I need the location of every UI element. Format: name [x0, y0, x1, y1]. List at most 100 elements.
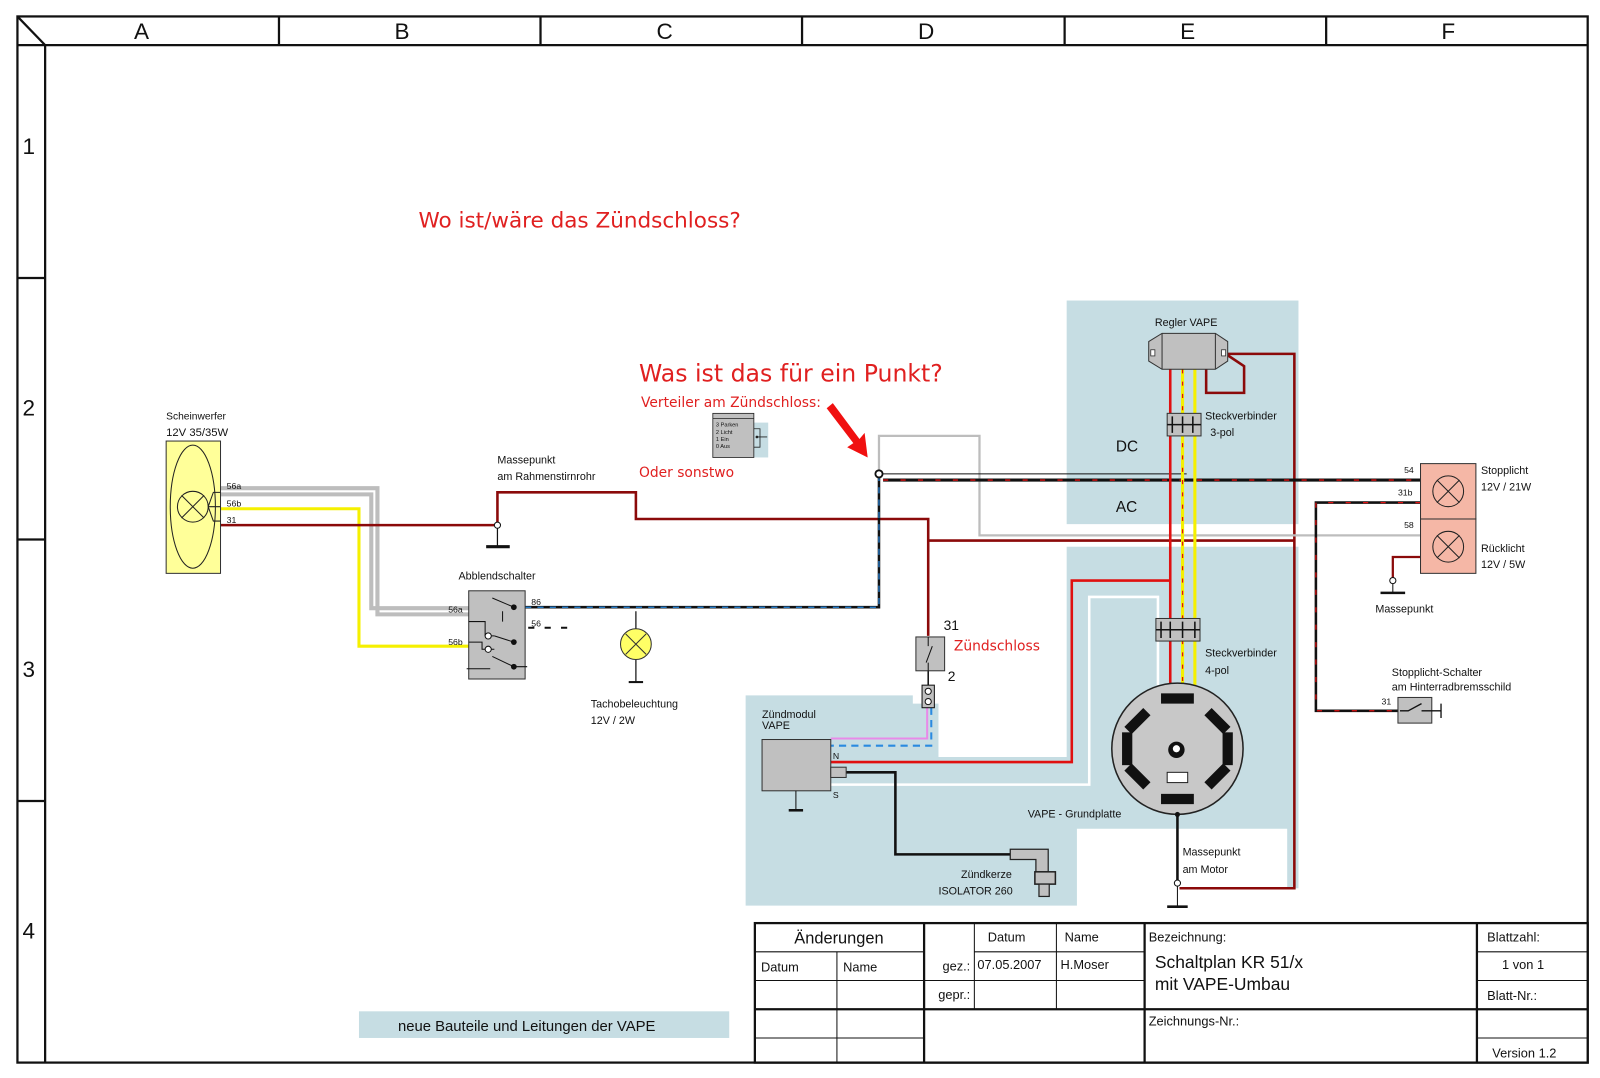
connector-4-spec: 4-pol [1205, 665, 1229, 677]
pin-label: 54 [1404, 465, 1414, 475]
wire-86-blue-dash [525, 477, 880, 608]
wire-module-blue [830, 707, 933, 747]
base-plate-name: VAPE - Grundplatte [1028, 808, 1122, 820]
sheet-count-label: Blattzahl: [1487, 930, 1540, 945]
column-label: C [656, 19, 672, 44]
wire-frame-ground [496, 491, 930, 636]
version: Version 1.2 [1492, 1045, 1556, 1060]
dimmer-switch-name: Abblendschalter [458, 571, 536, 583]
pin-n: N [833, 751, 839, 761]
ignition-module-name: Zündmodul [762, 709, 816, 721]
distributor-position: 1 Ein [716, 437, 729, 443]
column-labels: A B C D E F [134, 19, 1455, 44]
connector-4-name: Steckverbinder [1205, 647, 1277, 659]
drawn-label: gez.: [942, 958, 970, 973]
ground-motor: Massepunkt am Motor [1167, 811, 1241, 908]
pin-label: 56a [448, 604, 463, 614]
row-labels: 1 2 3 4 [22, 134, 35, 944]
row-label: 4 [22, 918, 35, 943]
wire-spark-lead [846, 771, 1011, 856]
ground-frame-label-2: am Rahmenstirnrohr [497, 471, 595, 483]
pin-label: 56b [227, 499, 242, 509]
distributor-box: 3 Parken 2 Licht 1 Ein 0 Aus [712, 412, 769, 458]
changes-header: Änderungen [794, 930, 883, 948]
red-arrow-icon [826, 403, 868, 458]
rear-lights: 54 31b 58 Stopplicht 12V / 21W Rücklicht… [1398, 463, 1532, 574]
speedo-light: Tachobeleuchtung 12V / 2W [591, 628, 678, 727]
wire-module-n-red [830, 579, 1171, 764]
spark-plug-name: Zündkerze [961, 869, 1012, 881]
wire-56b-yellow [220, 507, 469, 648]
pin-label: 56a [227, 481, 242, 491]
dc-label: DC [1116, 438, 1138, 455]
legend-label: neue Bauteile und Leitungen der VAPE [398, 1019, 656, 1035]
pin-s: S [833, 790, 839, 800]
regulator-name: Regler VAPE [1155, 317, 1218, 329]
row-label: 1 [22, 134, 35, 159]
dimmer-switch: Abblendschalter 56a 56b 86 56 [448, 571, 541, 680]
changes-date-header: Datum [761, 959, 799, 974]
ground-motor-label-2: am Motor [1183, 864, 1229, 876]
connector-3-pol: Steckverbinder 3-pol [1166, 411, 1277, 439]
elsewhere-note: Oder sonstwo [639, 465, 734, 481]
spark-plug: Zündkerze ISOLATOR 260 [938, 848, 1057, 897]
headlight: Scheinwerfer 12V 35/35W 56a 56b 31 [165, 412, 242, 574]
distributor-position: 3 Parken [716, 423, 739, 429]
lamp-icon [1432, 475, 1465, 508]
column-label: B [395, 19, 410, 44]
speedo-light-spec: 12V / 2W [591, 715, 636, 727]
row-label: 3 [22, 657, 35, 682]
pin-label: 31 [1382, 697, 1392, 707]
connector-3-name: Steckverbinder [1205, 411, 1277, 423]
wire-31b-red-dash [1315, 501, 1421, 712]
ignition-module-sub: VAPE [762, 720, 790, 732]
designation-line-2: mit VAPE-Umbau [1155, 974, 1290, 994]
title-block: Änderungen Datum Name Datum Name gez.: g… [753, 921, 1589, 1064]
wire-56a-grey-inner [220, 492, 469, 611]
pin-label: 56 [531, 619, 541, 629]
ignition-pin-31: 31 [944, 617, 960, 633]
ground-rear-label: Massepunkt [1375, 603, 1433, 615]
brake-switch-name: Stopplicht-Schalter [1392, 667, 1483, 679]
pin-label: 56b [448, 637, 463, 647]
ground-frame-label-1: Massepunkt [497, 455, 555, 467]
ignition-pin-2: 2 [948, 668, 956, 684]
wire-regulator-loop [1204, 352, 1246, 395]
tail-light-spec: 12V / 5W [1481, 559, 1526, 571]
headlight-spec: 12V 35/35W [166, 427, 228, 439]
connector-3-spec: 3-pol [1210, 427, 1234, 439]
ground-frame: Massepunkt am Rahmenstirnrohr [486, 455, 596, 549]
ac-label: AC [1116, 499, 1137, 516]
ground-rear: Massepunkt [1375, 576, 1433, 615]
ignition-lock-label: Zündschloss [954, 638, 1040, 654]
column-label: E [1180, 19, 1195, 44]
ground-motor-label-1: Massepunkt [1183, 846, 1241, 858]
connector-4-pol: Steckverbinder 4-pol [1155, 617, 1277, 677]
pin-label: 31 [227, 515, 237, 525]
headlight-name: Scheinwerfer [166, 412, 226, 423]
designation-line-1: Schaltplan KR 51/x [1155, 952, 1303, 972]
tail-light-name: Rücklicht [1481, 543, 1525, 555]
wire-module-pink [830, 707, 929, 740]
sheet-no-label: Blatt-Nr.: [1487, 988, 1537, 1003]
junction-point [874, 469, 884, 479]
wire-grey-58 [877, 434, 1421, 537]
changes-name-header: Name [843, 959, 877, 974]
drawing-frame [16, 15, 1589, 1064]
distributor-position: 2 Licht [716, 430, 733, 436]
ignition-module: Zündmodul VAPE N S [761, 709, 847, 812]
designation-label: Bezeichnung: [1149, 930, 1227, 945]
wire-rear-ground [1391, 555, 1421, 578]
wire-86-black [525, 477, 881, 609]
drawing-no-label: Zeichnungs-Nr.: [1149, 1014, 1239, 1029]
pin-label: 31b [1398, 487, 1413, 497]
name-header: Name [1065, 930, 1099, 945]
regulator: Regler VAPE [1148, 317, 1229, 370]
pin-label: 58 [1404, 520, 1414, 530]
checked-label: gepr.: [938, 987, 970, 1002]
drawn-date: 07.05.2007 [977, 957, 1041, 972]
legend-swatch [358, 1011, 730, 1038]
row-label: 2 [22, 395, 35, 420]
pin-label: 86 [531, 597, 541, 607]
